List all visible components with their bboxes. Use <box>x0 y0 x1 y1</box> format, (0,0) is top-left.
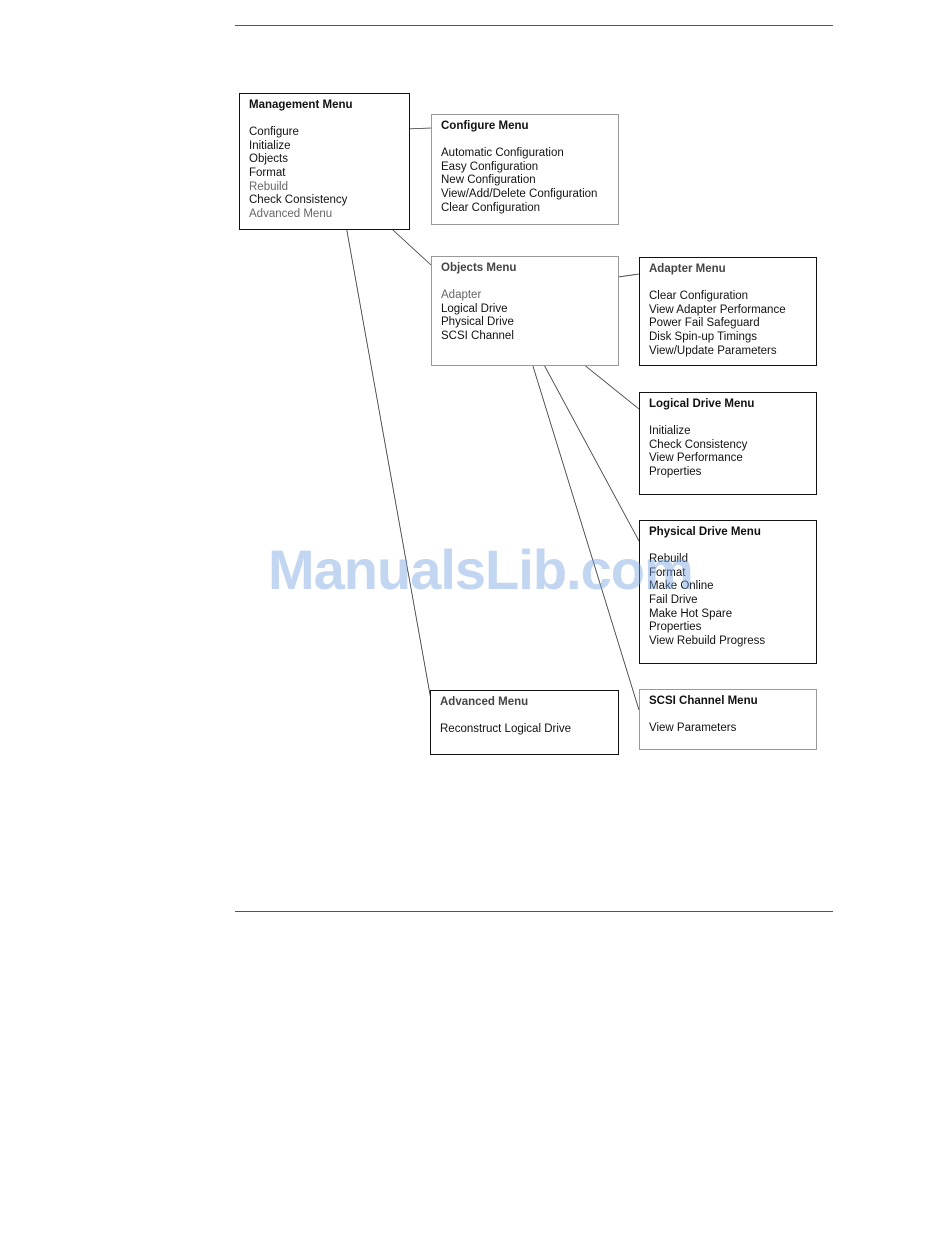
physical-drive-item-make-hot-spare[interactable]: Make Hot Spare <box>649 607 733 620</box>
configure-menu-box: Configure Menu Automatic Configuration E… <box>431 114 619 225</box>
scsi-channel-menu-box: SCSI Channel Menu View Parameters <box>639 689 817 750</box>
physical-drive-item-fail-drive[interactable]: Fail Drive <box>649 593 698 606</box>
management-item-advanced-menu[interactable]: Advanced Menu <box>249 207 333 220</box>
adapter-menu-title: Adapter Menu <box>649 263 726 275</box>
advanced-menu-box: Advanced Menu Reconstruct Logical Drive <box>430 690 619 755</box>
logical-drive-item-check-consistency[interactable]: Check Consistency <box>649 438 748 451</box>
advanced-item-reconstruct-logical-drive[interactable]: Reconstruct Logical Drive <box>440 723 572 736</box>
physical-drive-item-view-rebuild-progress[interactable]: View Rebuild Progress <box>649 634 766 647</box>
physical-drive-item-properties[interactable]: Properties <box>649 621 702 634</box>
management-item-configure[interactable]: Configure <box>249 126 299 139</box>
management-item-rebuild[interactable]: Rebuild <box>249 180 288 193</box>
configure-item-view-add-delete-configuration[interactable]: View/Add/Delete Configuration <box>441 187 598 200</box>
management-item-objects[interactable]: Objects <box>249 153 288 166</box>
logical-drive-item-properties[interactable]: Properties <box>649 465 702 478</box>
adapter-item-view-update-parameters[interactable]: View/Update Parameters <box>649 344 777 357</box>
configure-item-new-configuration[interactable]: New Configuration <box>441 174 536 187</box>
objects-item-adapter[interactable]: Adapter <box>441 289 482 302</box>
physical-drive-item-make-online[interactable]: Make Online <box>649 580 714 593</box>
adapter-item-view-adapter-performance[interactable]: View Adapter Performance <box>649 303 786 316</box>
management-item-check-consistency[interactable]: Check Consistency <box>249 194 348 207</box>
scsi-channel-item-view-parameters[interactable]: View Parameters <box>649 722 737 735</box>
bottom-rule <box>235 911 833 912</box>
connector-scsi-channel <box>523 336 640 711</box>
top-rule <box>235 25 833 26</box>
configure-item-clear-configuration[interactable]: Clear Configuration <box>441 201 541 214</box>
objects-item-physical-drive[interactable]: Physical Drive <box>441 316 514 329</box>
configure-menu-title: Configure Menu <box>441 120 529 132</box>
management-menu-title: Management Menu <box>249 99 353 111</box>
objects-menu-title: Objects Menu <box>441 262 517 274</box>
configure-item-easy-configuration[interactable]: Easy Configuration <box>441 160 539 173</box>
management-item-format[interactable]: Format <box>249 166 286 179</box>
logical-drive-menu-box: Logical Drive Menu Initialize Check Cons… <box>639 392 817 495</box>
management-menu-box: Management Menu Configure Initialize Obj… <box>239 93 410 230</box>
objects-menu-box: Objects Menu Adapter Logical Drive Physi… <box>431 256 619 366</box>
adapter-menu-box: Adapter Menu Clear Configuration View Ad… <box>639 257 817 366</box>
physical-drive-menu-title: Physical Drive Menu <box>649 526 761 538</box>
adapter-item-power-fail-safeguard[interactable]: Power Fail Safeguard <box>649 317 760 330</box>
objects-item-scsi-channel[interactable]: SCSI Channel <box>441 329 514 342</box>
management-item-initialize[interactable]: Initialize <box>249 139 291 152</box>
scsi-channel-menu-title: SCSI Channel Menu <box>649 695 758 707</box>
physical-drive-item-format[interactable]: Format <box>649 566 686 579</box>
logical-drive-menu-title: Logical Drive Menu <box>649 398 755 410</box>
configure-item-automatic-configuration[interactable]: Automatic Configuration <box>441 147 564 160</box>
adapter-item-disk-spin-up-timings[interactable]: Disk Spin-up Timings <box>649 330 758 343</box>
physical-drive-item-rebuild[interactable]: Rebuild <box>649 553 688 566</box>
advanced-menu-title: Advanced Menu <box>440 696 529 708</box>
adapter-item-clear-configuration[interactable]: Clear Configuration <box>649 290 749 303</box>
connector-advanced <box>344 219 432 701</box>
objects-item-logical-drive[interactable]: Logical Drive <box>441 302 508 315</box>
logical-drive-item-view-performance[interactable]: View Performance <box>649 452 743 465</box>
logical-drive-item-initialize[interactable]: Initialize <box>649 425 691 438</box>
physical-drive-menu-box: Physical Drive Menu Rebuild Format Make … <box>639 520 817 664</box>
